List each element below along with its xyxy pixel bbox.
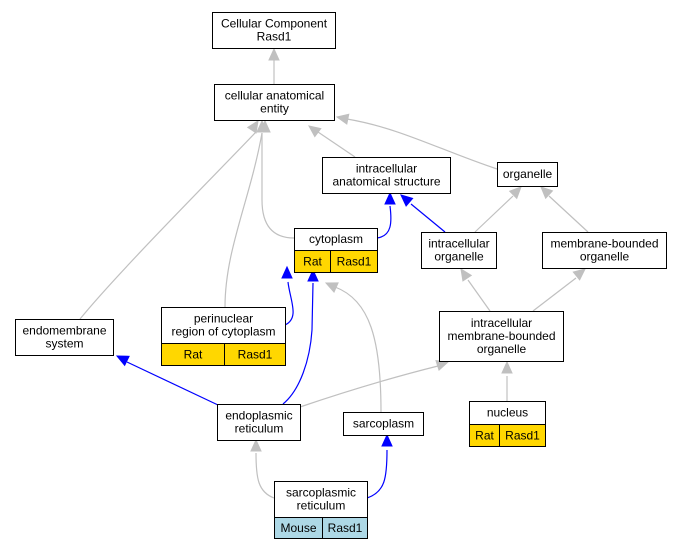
edge-imbo-to-io	[460, 267, 491, 312]
node-box	[439, 311, 564, 362]
gene-label: Rasd1	[238, 348, 273, 362]
node-label-line: membrane-bounded	[550, 237, 658, 251]
edge-io-to-organelle	[474, 186, 522, 233]
annotation-row: Rat Rasd1	[469, 424, 546, 447]
node-label-line: membrane-bounded	[447, 329, 555, 343]
node-label-line: sarcoplasm	[353, 417, 414, 431]
edge-endomembrane-to-cae	[79, 119, 259, 320]
edge-sarcoplasm-to-cytoplasm	[324, 282, 382, 413]
edge-perinuclear-to-cae	[224, 119, 271, 308]
annotation-row: Mouse Rasd1	[274, 517, 368, 539]
node-label-line: organelle	[434, 250, 484, 264]
edge-mbo-to-organelle	[540, 186, 589, 233]
edge-sr-to-sarcoplasm	[366, 433, 393, 499]
node-label-line: sarcoplasmic	[286, 486, 356, 500]
node-label-line: intracellular	[471, 316, 532, 330]
edge-cytoplasm-to-ias	[376, 191, 396, 239]
node-label-line: reticulum	[297, 499, 346, 513]
node-label-line: intracellular	[428, 237, 489, 251]
edge-er-to-imbo	[299, 359, 450, 408]
node-label-line: endoplasmic	[225, 409, 292, 423]
node-box	[542, 232, 667, 269]
node-box	[274, 481, 368, 518]
edge-er-to-endomembrane	[115, 355, 219, 406]
node-label-line: organelle	[503, 167, 553, 181]
edge-ias-to-cae	[308, 125, 356, 158]
edge-cytoplasm-to-cae	[256, 119, 295, 239]
edge-er-to-cytoplasm	[282, 268, 319, 405]
node-label-line: organelle	[477, 342, 527, 356]
annotation-row: Rat Rasd1	[294, 250, 378, 273]
node-label-line: entity	[260, 102, 289, 116]
node-box	[212, 12, 336, 49]
gene-label: Rasd1	[505, 429, 540, 443]
node-sarcoplasm[interactable]: sarcoplasm	[343, 412, 424, 436]
edge-nucleus-to-imbo	[501, 360, 513, 401]
node-box	[343, 412, 424, 436]
node-label-line: organelle	[580, 250, 630, 264]
species-label: Rat	[184, 348, 203, 362]
node-box	[497, 162, 558, 187]
edge-imbo-to-mbo	[532, 268, 586, 312]
species-label: Rat	[303, 255, 322, 269]
node-label-line: Cellular Component	[221, 17, 328, 31]
node-label-line: perinuclear	[194, 312, 253, 326]
node-label-line: intracellular	[356, 162, 417, 176]
node-label-line: anatomical structure	[332, 175, 440, 189]
annotation-row: Rat Rasd1	[161, 343, 286, 366]
node-label-line: Rasd1	[257, 30, 292, 44]
node-label-line: cellular anatomical	[225, 89, 324, 103]
node-label-line: endomembrane	[22, 324, 106, 338]
node-box	[15, 319, 114, 356]
node-label-line: region of cytoplasm	[171, 325, 275, 339]
node-label-line: cytoplasm	[309, 232, 363, 246]
node-box	[214, 84, 335, 121]
edge-perinuclear-to-cytoplasm	[281, 265, 294, 326]
node-label-line: reticulum	[235, 422, 284, 436]
node-box	[161, 307, 286, 344]
edge-io-to-ias	[400, 194, 446, 233]
node-label-line: nucleus	[487, 406, 528, 420]
gene-label: Rasd1	[328, 521, 363, 535]
edge-sr-to-er	[250, 438, 275, 499]
node-box	[421, 232, 497, 269]
node-box	[217, 404, 301, 441]
edge-organelle-to-cae	[335, 113, 498, 170]
node-box	[322, 157, 451, 194]
species-label: Rat	[475, 429, 494, 443]
edges-layer	[79, 47, 589, 499]
species-label: Mouse	[280, 521, 316, 535]
node-organelle[interactable]: organelle	[497, 162, 558, 187]
edge-cae-to-root	[268, 47, 280, 84]
gene-label: Rasd1	[337, 255, 372, 269]
node-label-line: system	[45, 337, 83, 351]
